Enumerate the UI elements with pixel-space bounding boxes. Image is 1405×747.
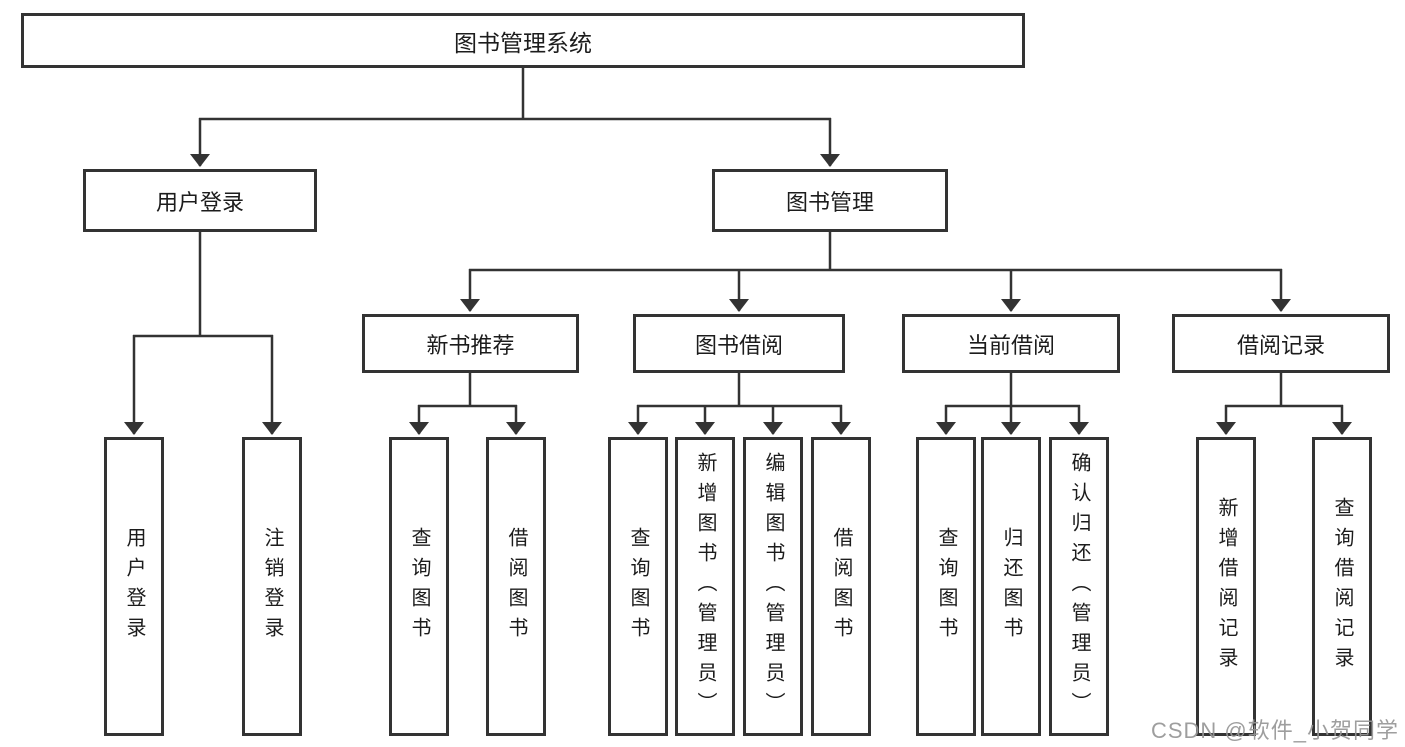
leaf-confirm-return-admin: 确认归还（管理员） (1049, 437, 1109, 736)
leaf-return-books: 归还图书 (981, 437, 1041, 736)
leaf-borrow-books: 借阅图书 (811, 437, 871, 736)
node-label: 用户登录 (123, 526, 145, 647)
leaf-user-login: 用户登录 (104, 437, 164, 736)
leaf-add-borrow-record: 新增借阅记录 (1196, 437, 1256, 736)
leaf-current-query-books: 查询图书 (916, 437, 976, 736)
node-label: 当前借阅 (966, 332, 1055, 358)
node-book-management: 图书管理 (712, 169, 948, 232)
node-label: 新书推荐 (426, 332, 515, 358)
node-label: 借阅记录 (1236, 332, 1325, 358)
node-label: 借阅图书 (830, 526, 852, 647)
watermark: CSDN @软件_小贺同学 (1150, 718, 1399, 743)
node-label: 查询借阅记录 (1331, 496, 1353, 677)
node-label: 图书管理系统 (454, 29, 592, 56)
leaf-logout: 注销登录 (242, 437, 302, 736)
node-label: 新增图书（管理员） (694, 451, 716, 722)
node-label: 借阅图书 (505, 526, 527, 647)
node-label: 新增借阅记录 (1215, 496, 1237, 677)
node-user-login: 用户登录 (83, 169, 317, 232)
leaf-recommend-borrow-books: 借阅图书 (486, 437, 546, 736)
leaf-borrowing-query-books: 查询图书 (608, 437, 668, 736)
node-label: 注销登录 (261, 526, 283, 647)
leaf-query-borrow-record: 查询借阅记录 (1312, 437, 1372, 736)
node-label: 确认归还（管理员） (1068, 451, 1090, 722)
leaf-edit-books-admin: 编辑图书（管理员） (743, 437, 803, 736)
node-borrowing-records: 借阅记录 (1172, 314, 1390, 373)
node-label: 图书借阅 (694, 332, 783, 358)
node-label: 归还图书 (1000, 526, 1022, 647)
node-current-borrowing: 当前借阅 (902, 314, 1120, 373)
node-label: 查询图书 (408, 526, 430, 647)
node-label: 用户登录 (155, 189, 244, 215)
node-book-borrowing: 图书借阅 (633, 314, 845, 373)
node-label: 查询图书 (627, 526, 649, 647)
node-new-book-recommendation: 新书推荐 (362, 314, 579, 373)
node-label: 编辑图书（管理员） (762, 451, 784, 722)
leaf-add-books-admin: 新增图书（管理员） (675, 437, 735, 736)
node-library-management-system: 图书管理系统 (21, 13, 1025, 68)
node-label: 图书管理 (785, 189, 874, 215)
leaf-recommend-query-books: 查询图书 (389, 437, 449, 736)
node-label: 查询图书 (935, 526, 957, 647)
